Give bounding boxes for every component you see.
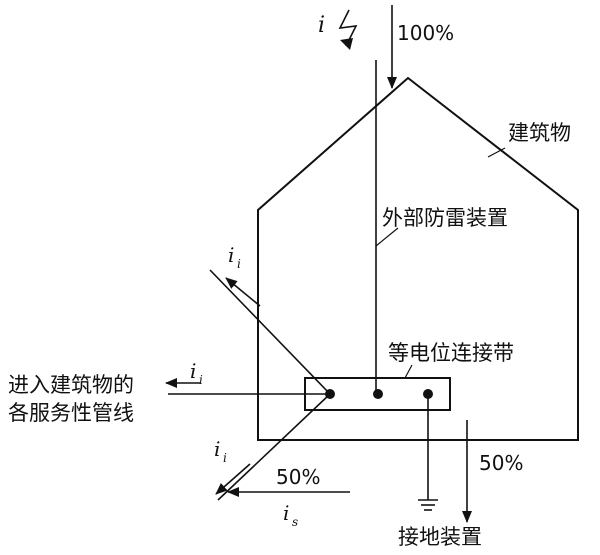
bonding-bar-label: 等电位连接带 xyxy=(388,341,514,365)
pipelines-label-line2: 各服务性管线 xyxy=(8,401,134,425)
lower-partial-current-subscript: i xyxy=(223,451,227,465)
building-label: 建筑物 xyxy=(508,121,571,145)
lower-diagonal-pipeline xyxy=(217,393,331,501)
is-current-subscript: s xyxy=(292,515,298,529)
building-label-leader xyxy=(487,147,506,158)
lightning-current-label: i xyxy=(318,13,325,38)
left-partial-current-subscript: i xyxy=(199,373,203,387)
lightning-bolt-arrowhead xyxy=(340,38,353,50)
percent-left-label: 50% xyxy=(276,465,320,489)
bonding-terminal-2 xyxy=(373,389,383,399)
is-current-label: i xyxy=(283,501,289,525)
lower-partial-current-arrow xyxy=(215,463,251,495)
upper-partial-current-label: i xyxy=(228,243,234,267)
percent-top-label: 100% xyxy=(397,21,454,45)
lower-partial-current-label: i xyxy=(214,437,220,461)
building-outline xyxy=(257,76,579,441)
grounding-label: 接地装置 xyxy=(398,525,482,549)
earth-ground-icon xyxy=(418,499,438,511)
upper-partial-current-arrow xyxy=(225,277,261,307)
pipelines-label-line1: 进入建筑物的 xyxy=(8,373,134,397)
upper-partial-current-subscript: i xyxy=(237,257,241,271)
bonding-bar-leader xyxy=(404,364,413,379)
left-partial-current-label: i xyxy=(190,359,196,383)
percent-right-label: 50% xyxy=(479,451,523,475)
external-lps-label: 外部防雷装置 xyxy=(382,206,508,230)
upper-diagonal-pipeline xyxy=(209,269,331,395)
lightning-bolt-icon xyxy=(338,9,358,47)
external-lps-leader xyxy=(375,227,399,247)
